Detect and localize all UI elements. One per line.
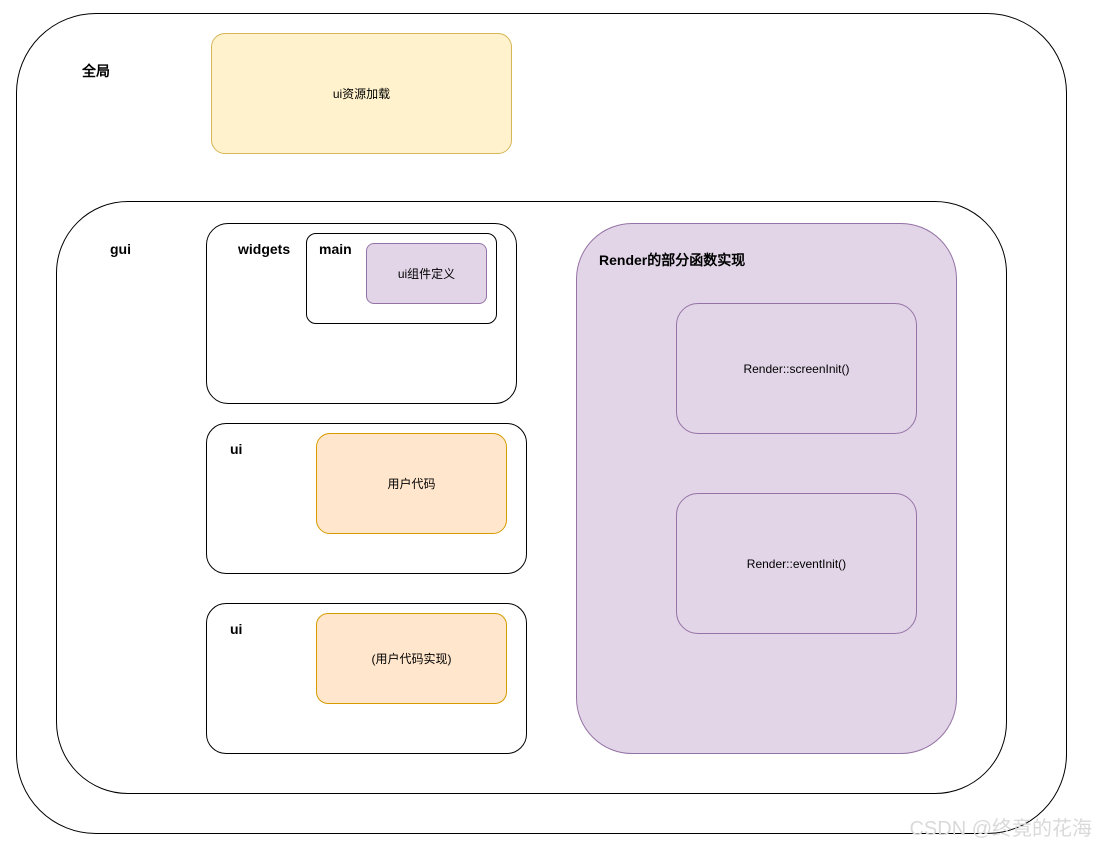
render-screen-init-node: Render::screenInit() — [676, 303, 917, 434]
ui-label-1: ui — [230, 441, 243, 457]
csdn-watermark: CSDN @终竟的花海 — [909, 818, 1092, 840]
global-label: 全局 — [82, 63, 110, 79]
render-event-init-node: Render::eventInit() — [676, 493, 917, 634]
ui-label-2: ui — [230, 621, 243, 637]
user-code-node: 用户代码 — [316, 433, 507, 534]
render-label: Render的部分函数实现 — [599, 252, 746, 268]
user-code-implementation-node: (用户代码实现) — [316, 613, 507, 704]
ui-component-definition-node: ui组件定义 — [366, 243, 487, 304]
ui-resource-load-node: ui资源加载 — [211, 33, 512, 154]
main-label: main — [319, 241, 352, 257]
widgets-label: widgets — [238, 241, 291, 257]
gui-label: gui — [110, 241, 131, 257]
